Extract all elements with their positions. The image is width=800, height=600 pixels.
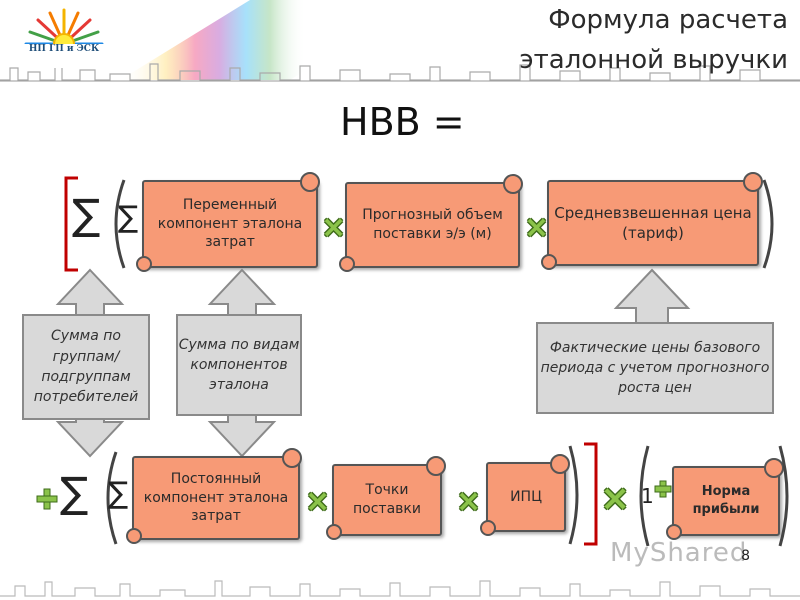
scroll-curl-bottom	[480, 520, 496, 536]
cpi-label: ИПЦ	[486, 462, 566, 532]
scroll-curl-top	[300, 172, 320, 192]
bracket-right-row2	[568, 445, 579, 545]
skyline-bottom	[0, 580, 800, 597]
forecast-volume-label: Прогнозный объем поставки э/э (м)	[345, 182, 520, 268]
callout-sum-groups: Сумма по группам/ подгруппам потребителе…	[22, 314, 150, 420]
bracket-right-row1	[762, 179, 774, 269]
multiply-sign-5: ×	[600, 478, 631, 519]
fixed-component-box: Постоянный компонент эталона затрат	[126, 448, 302, 544]
variable-component-box: Переменный компонент эталона затрат	[136, 172, 320, 272]
scroll-curl-bottom	[136, 256, 152, 272]
scroll-curl-bottom	[666, 524, 682, 540]
callout-sum-components: Сумма по видам компонентов эталона	[176, 314, 302, 416]
sum-groups-symbol: ∑	[72, 190, 101, 239]
scroll-curl-bottom	[326, 524, 342, 540]
profit-rate-label: Норма прибыли	[672, 466, 780, 536]
scroll-curl-top	[764, 458, 784, 478]
scroll-curl-top	[282, 448, 302, 468]
profit-rate-box: Норма прибыли	[666, 458, 784, 540]
up-arrow-prices	[613, 268, 691, 327]
watermark: MyShared	[610, 538, 748, 568]
scroll-curl-bottom	[126, 528, 142, 544]
multiply-sign-4: ×	[456, 484, 482, 519]
multiply-sign-3: ×	[305, 484, 331, 519]
sum-groups-symbol-row2: ∑	[60, 468, 89, 517]
title-line-1: Формула расчета	[548, 5, 788, 35]
scroll-curl-bottom	[339, 256, 355, 272]
bracket-left-row1	[114, 179, 126, 269]
variable-component-label: Переменный компонент эталона затрат	[142, 180, 318, 268]
bracket-right-row2b	[778, 445, 789, 547]
weighted-price-box: Средневзвешенная цена (тариф)	[541, 172, 763, 270]
red-bracket-left-row1	[64, 176, 78, 272]
one-symbol: 1	[641, 484, 654, 508]
logo-sun-icon	[20, 8, 108, 68]
multiply-sign-1: ×	[321, 210, 347, 245]
logo-text: НП ГП и ЭСК	[28, 44, 100, 54]
page-title: Формула расчета эталонной выручки	[519, 0, 788, 80]
weighted-price-label: Средневзвешенная цена (тариф)	[547, 180, 759, 266]
forecast-volume-box: Прогнозный объем поставки э/э (м)	[339, 174, 523, 272]
plus-sign-icon	[36, 488, 58, 510]
plus-sign-small-icon	[654, 480, 672, 498]
sum-components-symbol-row2: ∑	[108, 476, 129, 511]
callout-actual-prices: Фактические цены базового периода с учет…	[536, 322, 774, 414]
scroll-curl-top	[426, 456, 446, 476]
scroll-curl-top	[550, 454, 570, 474]
scroll-curl-top	[503, 174, 523, 194]
fixed-component-label: Постоянный компонент эталона затрат	[132, 456, 300, 540]
multiply-sign-2: ×	[524, 210, 550, 245]
page-number: 8	[741, 548, 750, 564]
supply-points-label: Точки поставки	[332, 464, 442, 536]
scroll-curl-top	[743, 172, 763, 192]
title-line-2: эталонной выручки	[519, 45, 788, 75]
scroll-curl-bottom	[541, 254, 557, 270]
sum-components-symbol: ∑	[118, 200, 139, 235]
red-bracket-right-row2	[584, 442, 598, 546]
cpi-box: ИПЦ	[480, 454, 570, 536]
bracket-left-row2	[106, 451, 118, 545]
supply-points-box: Точки поставки	[326, 456, 446, 540]
bracket-left-row2b	[639, 445, 650, 547]
formula-label: НВВ =	[340, 100, 465, 144]
